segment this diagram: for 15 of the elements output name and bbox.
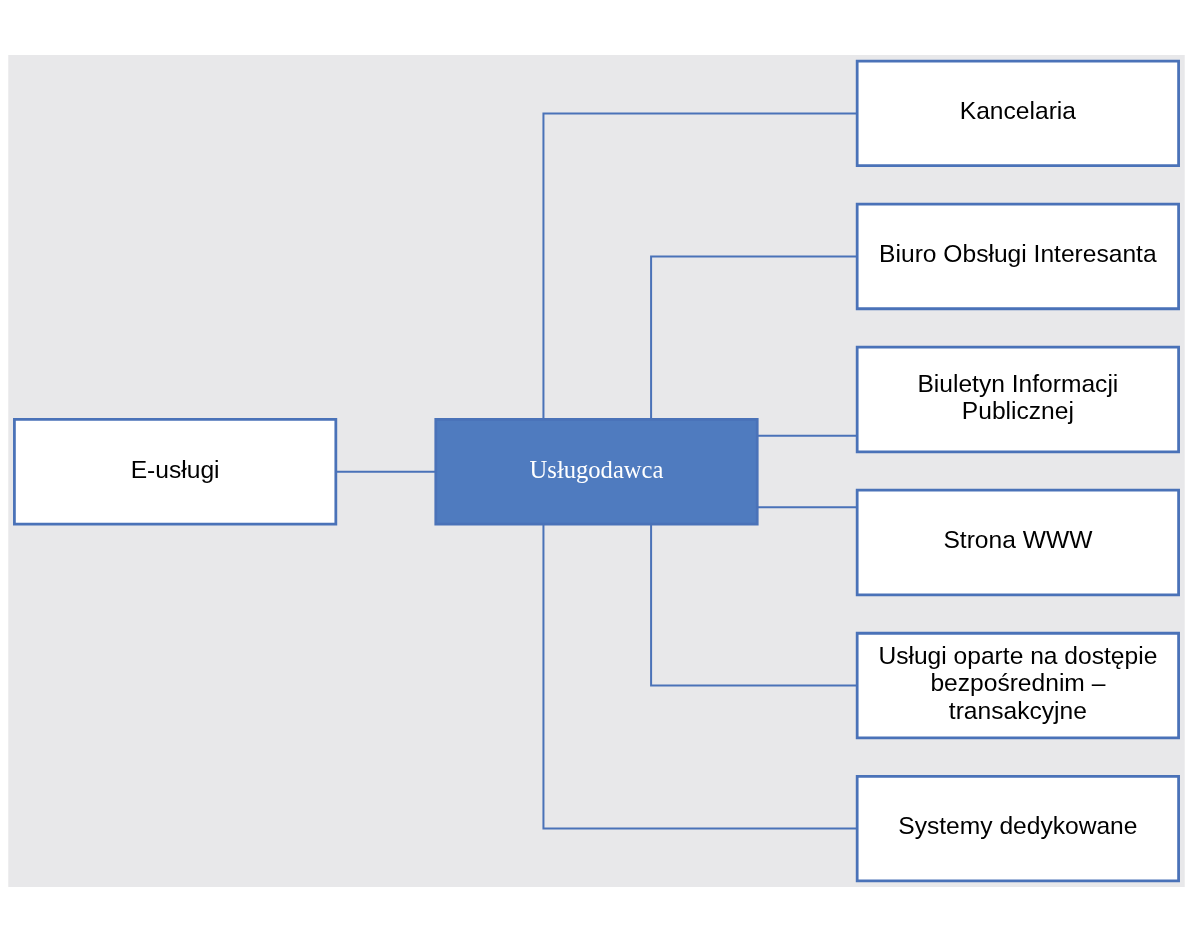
connector [542,522,858,830]
connector [542,111,858,420]
node-box: Kancelaria [855,59,1180,167]
node-box: Systemy dedykowane [855,774,1180,882]
connector [756,505,858,508]
connector [756,434,858,437]
node-box: Usługi oparte na dostępie bezpośrednim – transakcyjne [855,631,1180,739]
node-box: Biuro Obsługi Interesanta [855,202,1180,310]
node-box: E-usługi [13,417,338,525]
node-box: Biuletyn Informacji Publicznej [855,345,1180,453]
connector [650,522,858,687]
connector [650,254,858,420]
node-box: Usługodawca [434,417,759,525]
connector [335,470,437,473]
node-box: Strona WWW [855,488,1180,596]
